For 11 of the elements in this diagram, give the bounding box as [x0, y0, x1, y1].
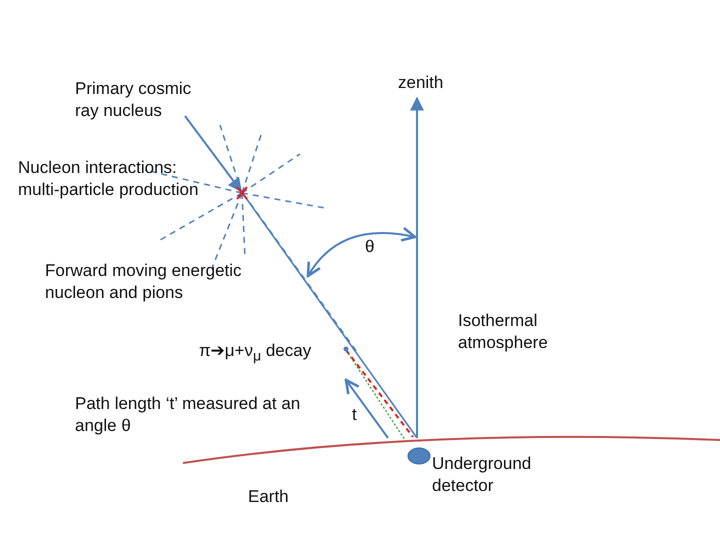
detector-label: Underground detector: [432, 453, 532, 497]
region-label: Isothermal atmosphere: [458, 310, 549, 354]
process-label: Nucleon interactions: multi-particle production: [18, 157, 200, 201]
process-label: Forward moving energetic nucleon and pions: [45, 260, 243, 304]
angle-label: θ: [365, 236, 374, 258]
process-label: Primary cosmic ray nucleus: [75, 78, 192, 122]
annotation-label: Path length ‘t’ measured at an angle θ: [75, 393, 302, 437]
region-label: Earth: [248, 486, 289, 508]
path-length-label: t: [352, 404, 357, 426]
axis-label: zenith: [398, 72, 444, 94]
decay-label: π➔μ+ν$_{μ}$ decay: [199, 340, 312, 366]
